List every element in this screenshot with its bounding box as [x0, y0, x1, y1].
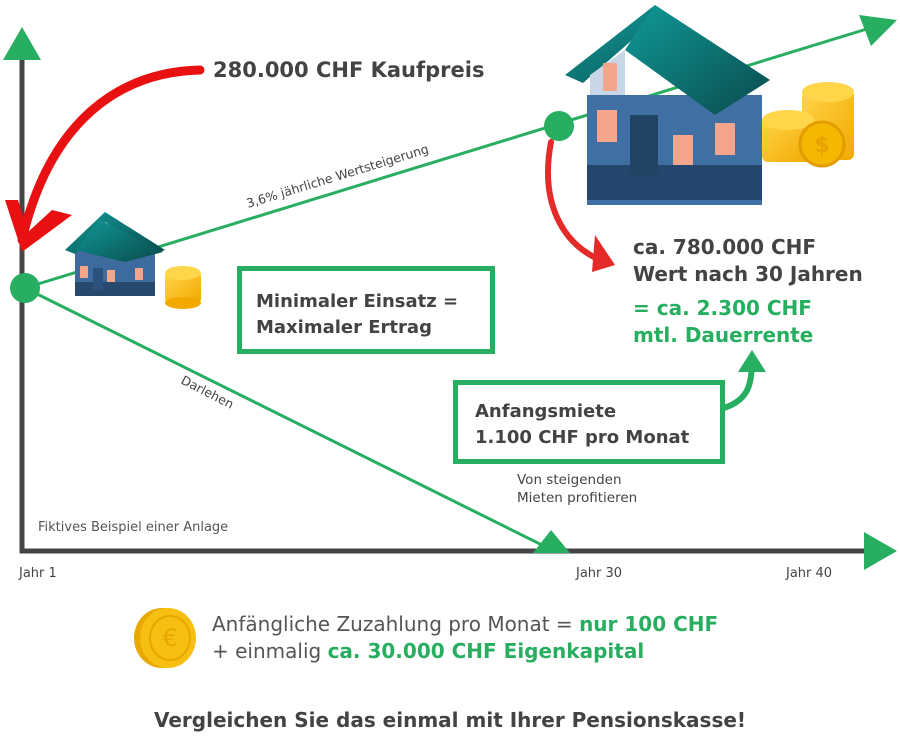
x-label-year40: Jahr 40 — [786, 566, 833, 581]
rent-line2: 1.100 CHF pro Monat — [475, 427, 690, 448]
value-amount: ca. 780.000 CHF — [633, 235, 817, 259]
year30-point — [544, 111, 574, 141]
small-coins-icon — [165, 266, 201, 309]
value-arrow — [545, 139, 608, 265]
loan-end-arrow-icon — [533, 530, 570, 553]
payment-monthly-amount: nur 100 CHF — [579, 612, 719, 636]
value-arrowhead-icon — [592, 235, 615, 272]
loan-line — [24, 286, 549, 550]
payment-monthly-prefix: Anfängliche Zuzahlung pro Monat = — [212, 612, 580, 636]
payment-info: Anfängliche Zuzahlung pro Monat = nur 10… — [212, 611, 718, 665]
disclaimer-label: Fiktives Beispiel einer Anlage — [38, 520, 229, 535]
value-after-block: ca. 780.000 CHF Wert nach 30 Jahren — [633, 234, 863, 288]
x-label-year1: Jahr 1 — [19, 566, 57, 581]
purchase-arrow — [17, 65, 205, 245]
growth-arrow-icon — [859, 15, 897, 46]
payment-once-prefix: + einmalig — [212, 639, 328, 663]
pension-description: mtl. Dauerrente — [633, 323, 814, 347]
payment-equity-amount: ca. 30.000 CHF Eigenkapital — [327, 639, 645, 663]
value-description: Wert nach 30 Jahren — [633, 262, 863, 286]
growth-rate-label: 3,6% jährliche Wertsteigerung — [244, 141, 430, 211]
min-input-box: Minimaler Einsatz = Maximaler Ertrag — [237, 266, 495, 354]
x-label-year30: Jahr 30 — [576, 566, 623, 581]
svg-text:$: $ — [814, 133, 829, 158]
euro-coin-icon: € — [134, 608, 196, 668]
payment-once-line: + einmalig ca. 30.000 CHF Eigenkapital — [212, 638, 718, 665]
rent-arrowhead-icon — [738, 350, 766, 372]
large-house-icon — [565, 5, 770, 205]
svg-text:€: € — [162, 624, 177, 652]
initial-rent-box: Anfangsmiete 1.100 CHF pro Monat — [453, 380, 725, 464]
footer-tagline: Vergleichen Sie das einmal mit Ihrer Pen… — [153, 708, 747, 732]
rent-note: Von steigenden Mieten profitieren — [517, 471, 637, 507]
rent-line1: Anfangsmiete — [475, 401, 617, 422]
payment-monthly-line: Anfängliche Zuzahlung pro Monat = nur 10… — [212, 611, 718, 638]
purchase-arrowhead-icon — [5, 200, 72, 252]
pension-block: = ca. 2.300 CHF mtl. Dauerrente — [633, 295, 813, 349]
large-coins-icon: $ — [762, 82, 854, 168]
start-point — [10, 273, 40, 303]
rent-note-line2: Mieten profitieren — [517, 490, 638, 506]
pension-amount: = ca. 2.300 CHF — [633, 296, 812, 320]
small-house-icon — [65, 212, 165, 296]
x-axis-arrow-icon — [864, 532, 897, 570]
y-axis-arrow-icon — [3, 27, 41, 60]
min-input-line2: Maximaler Ertrag — [256, 317, 432, 338]
purchase-price-label: 280.000 CHF Kaufpreis — [213, 58, 485, 82]
min-input-line1: Minimaler Einsatz = — [256, 291, 459, 312]
rent-note-line1: Von steigenden — [517, 472, 622, 488]
